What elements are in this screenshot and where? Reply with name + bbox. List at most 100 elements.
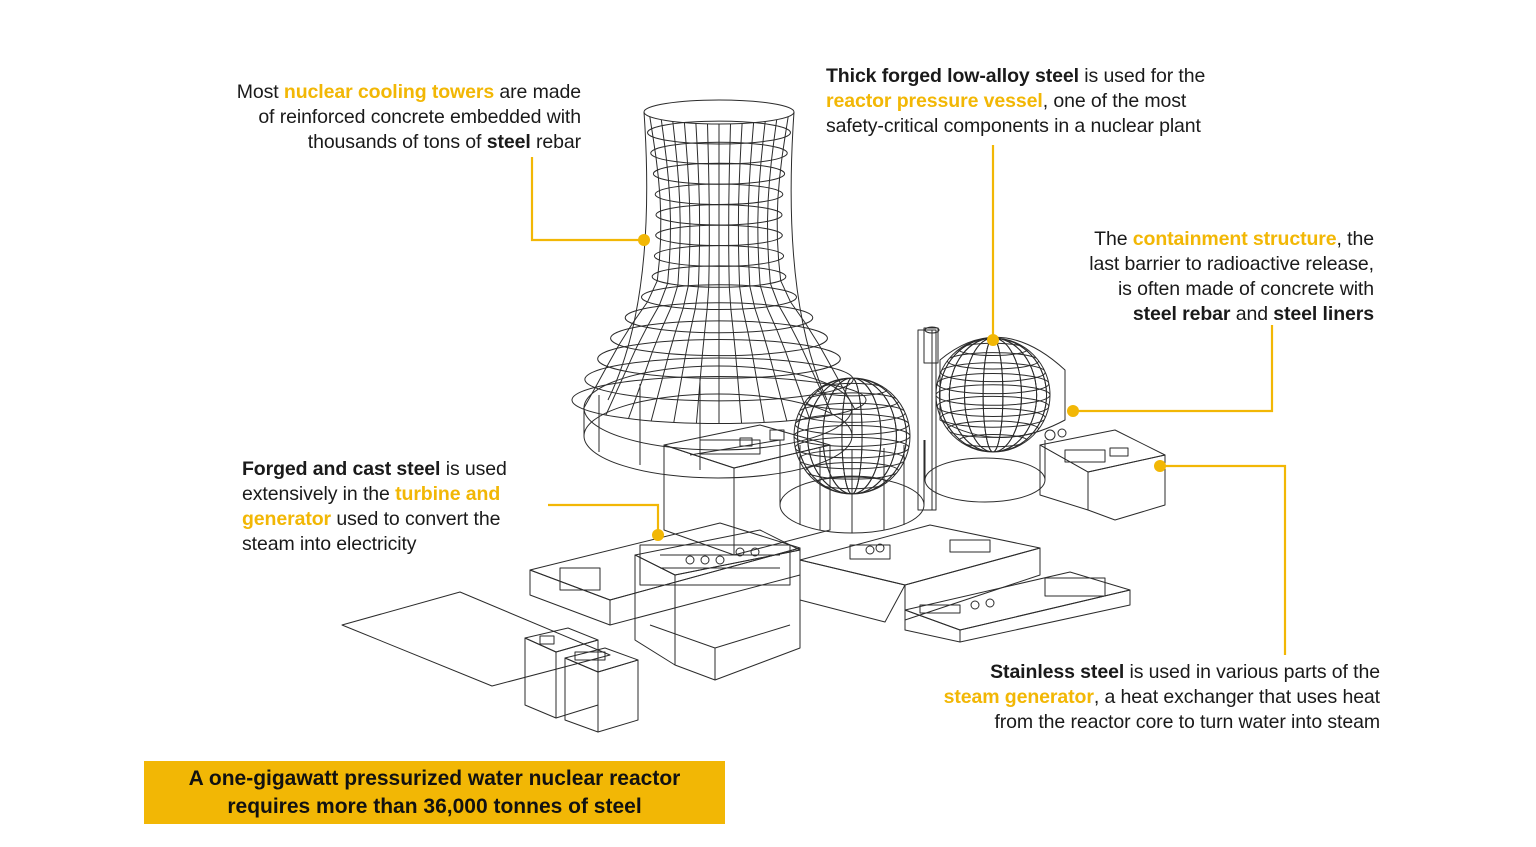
callout-line: from the reactor core to turn water into… bbox=[994, 711, 1380, 733]
sphere-latitude bbox=[958, 433, 1028, 448]
reactor-building-1 bbox=[779, 377, 925, 534]
bold-text: Thick forged low-alloy steel bbox=[826, 65, 1079, 87]
callout-line: of reinforced concrete embedded with bbox=[258, 106, 581, 128]
callout-containment: The containment structure, the last barr… bbox=[1014, 227, 1374, 327]
summary-banner: A one-gigawatt pressurized water nuclear… bbox=[144, 761, 725, 824]
tower-mesh-line bbox=[737, 123, 765, 423]
highlight-text: nuclear cooling towers bbox=[283, 81, 495, 103]
sphere-meridian bbox=[964, 338, 1022, 452]
tower-mesh-line bbox=[582, 116, 662, 410]
turbine-generator-platform bbox=[529, 522, 801, 626]
dot-containment bbox=[1067, 405, 1079, 417]
callout-line: reactor pressure vessel, one of the most bbox=[826, 89, 1286, 114]
transformer-blocks bbox=[524, 627, 639, 733]
callout-line: safety-critical components in a nuclear … bbox=[826, 115, 1201, 137]
callout-line: is often made of concrete with bbox=[1117, 278, 1374, 300]
sphere-latitude bbox=[936, 373, 1050, 395]
sphere-meridian bbox=[822, 378, 882, 494]
callout-line: Thick forged low-alloy steel is used for… bbox=[826, 64, 1286, 89]
tower-mesh-line bbox=[673, 123, 701, 423]
tower-mesh-line bbox=[650, 122, 691, 422]
tower-mesh-line bbox=[628, 121, 681, 419]
sphere-meridian bbox=[807, 378, 897, 494]
callout-line: extensively in the turbine and bbox=[242, 482, 562, 507]
text: used to convert the bbox=[331, 508, 501, 530]
text: thousands of tons of bbox=[307, 131, 487, 153]
callout-line: last barrier to radioactive release, bbox=[1089, 253, 1374, 275]
flat-pad bbox=[341, 591, 611, 687]
bold-text: steel bbox=[486, 131, 531, 153]
tower-mesh-line bbox=[757, 121, 810, 419]
text: Most bbox=[236, 81, 284, 103]
text: extensively in the bbox=[242, 483, 396, 505]
leader-dots bbox=[638, 234, 1166, 541]
leader-steam-generator bbox=[1160, 464, 1287, 655]
highlight-text: steam generator bbox=[943, 686, 1094, 708]
bold-text: Forged and cast steel bbox=[242, 458, 441, 480]
callout-cooling-tower: Most nuclear cooling towers are made of … bbox=[161, 80, 581, 155]
reactor-building-2 bbox=[924, 336, 1066, 503]
dot-turbine bbox=[652, 529, 664, 541]
callout-line: steel rebar and steel liners bbox=[1014, 302, 1374, 327]
callout-line: Most nuclear cooling towers are made bbox=[161, 80, 581, 105]
callout-steam-generator: Stainless steel is used in various parts… bbox=[860, 660, 1380, 735]
dot-cooling-tower bbox=[638, 234, 650, 246]
sphere-latitude bbox=[816, 475, 888, 490]
dot-steam-generator bbox=[1154, 460, 1166, 472]
tower-mesh-line bbox=[747, 122, 788, 422]
sphere-meridian bbox=[796, 378, 908, 494]
text: , the bbox=[1336, 228, 1375, 250]
tower-mesh-line bbox=[767, 119, 833, 416]
banner-background bbox=[144, 761, 725, 824]
sphere-meridian bbox=[938, 338, 1048, 452]
text: , one of the most bbox=[1042, 90, 1187, 112]
leader-containment bbox=[1073, 325, 1274, 413]
text: are made bbox=[494, 81, 581, 103]
bold-text: steel rebar bbox=[1132, 303, 1231, 325]
tower-ring bbox=[643, 99, 795, 125]
leader-lines bbox=[530, 145, 1287, 655]
callout-line: Stainless steel is used in various parts… bbox=[860, 660, 1380, 685]
turbine-hall bbox=[663, 424, 831, 556]
highlight-text: generator bbox=[242, 508, 332, 530]
banner-line-1: A one-gigawatt pressurized water nuclear… bbox=[188, 766, 681, 790]
sphere-latitude bbox=[794, 425, 910, 447]
sphere-latitude bbox=[940, 362, 1046, 383]
bold-text: Stainless steel bbox=[990, 661, 1125, 683]
leader-cooling-tower bbox=[530, 157, 644, 242]
stack bbox=[917, 326, 940, 511]
text: is used for the bbox=[1078, 65, 1206, 87]
sphere-meridian bbox=[982, 338, 1004, 452]
callout-pressure-vessel: Thick forged low-alloy steel is used for… bbox=[826, 64, 1286, 139]
text: , a heat exchanger that uses heat bbox=[1093, 686, 1380, 708]
cooling-tower-shell bbox=[571, 99, 867, 425]
text: rebar bbox=[530, 131, 581, 153]
highlight-text: containment structure bbox=[1132, 228, 1337, 250]
auxiliary-block-lower-right bbox=[904, 571, 1131, 643]
tower-mesh-line bbox=[605, 119, 671, 416]
leader-turbine bbox=[548, 503, 660, 535]
callout-line: steam generator, a heat exchanger that u… bbox=[860, 685, 1380, 710]
highlight-text: reactor pressure vessel bbox=[826, 90, 1043, 112]
callout-line: generator used to convert the bbox=[242, 507, 562, 532]
sphere-latitude bbox=[936, 395, 1050, 417]
sphere-meridian bbox=[841, 378, 863, 494]
sphere-latitude bbox=[816, 382, 888, 397]
dot-pressure-vessel bbox=[987, 334, 999, 346]
bold-text: steel liners bbox=[1273, 303, 1374, 325]
tower-mesh-line bbox=[776, 116, 856, 410]
callout-line: steam into electricity bbox=[242, 533, 417, 555]
text: is used bbox=[440, 458, 507, 480]
sphere-meridian bbox=[948, 338, 1038, 452]
highlight-text: turbine and bbox=[395, 483, 501, 505]
text: and bbox=[1230, 303, 1274, 325]
callout-turbine-generator: Forged and cast steel is used extensivel… bbox=[242, 457, 562, 557]
callout-line: thousands of tons of steel rebar bbox=[161, 130, 581, 155]
sphere-latitude bbox=[936, 384, 1050, 406]
turbine-foundation bbox=[634, 529, 801, 681]
sphere-latitude bbox=[946, 352, 1040, 370]
auxiliary-block-right bbox=[1039, 428, 1166, 521]
text: is used in various parts of the bbox=[1124, 661, 1380, 683]
tower-mesh-line bbox=[728, 123, 743, 424]
